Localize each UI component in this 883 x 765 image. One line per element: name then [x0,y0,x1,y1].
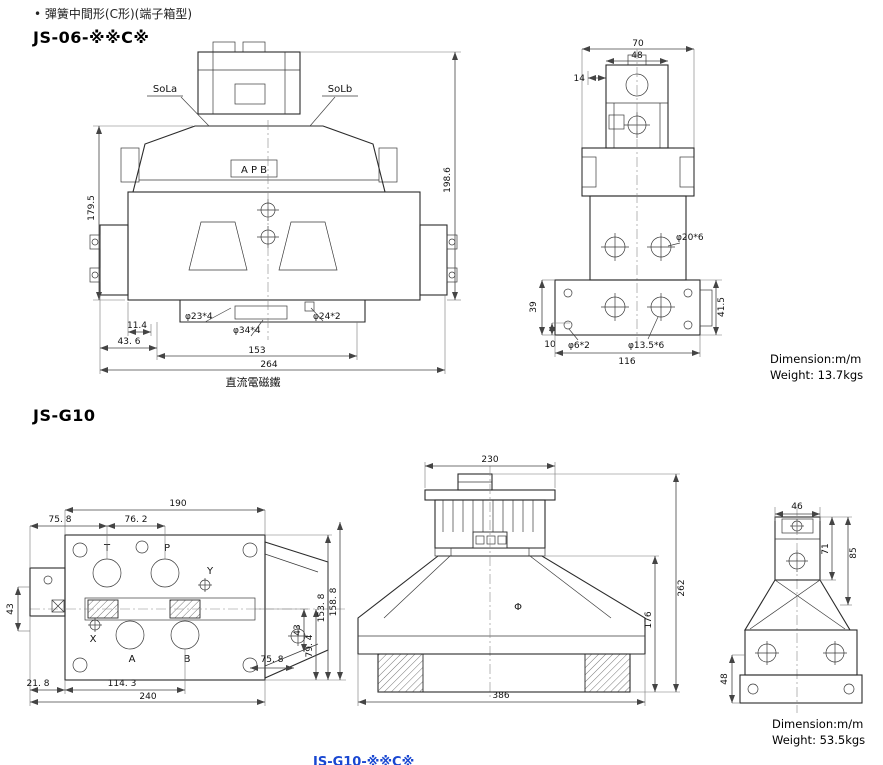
dim-176: 176 [644,611,654,628]
dim-264: 264 [260,360,277,370]
port-marking-apb: A P B [241,165,267,176]
jsg10-base [377,653,631,693]
js06-terminal-box [197,41,301,115]
section-title-js06: JS-06-※※C※ [33,28,150,47]
port-label-p: P [164,543,170,554]
dia-13-5-6: φ13.5*6 [628,341,664,351]
jsg10-note-weight: Weight: 53.5kgs [772,732,866,747]
dim-75-8: 75. 8 [49,515,72,525]
jsg10-front-dimensions: 230 386 176 262 [357,455,687,706]
dim-76-2: 76. 2 [125,515,148,525]
jsg10-side-dimensions: 46 71 85 48 [720,502,859,704]
js06-note: Dimension:m/m Weight: 13.7kgs [770,352,863,383]
dim-179-5: 179.5 [87,195,97,221]
port-label-a: A [129,654,136,665]
dim-79-4: 79. 4 [305,634,315,657]
dim-21-8: 21. 8 [27,679,50,689]
dia-24-2: φ24*2 [313,312,341,322]
dim-153: 153 [248,346,265,356]
jsg10-side-trapezoid [744,579,851,631]
dim-70: 70 [632,39,644,49]
dim-114-3: 114. 3 [108,679,137,689]
dim-198-6: 198.6 [443,167,453,193]
js06-solenoid-cover: A P B [120,125,398,193]
dim-10: 10 [544,340,556,350]
dim-75-8-right: 75. 8 [261,655,284,665]
jsg10-side-body [739,629,863,704]
js06-side-base [554,279,713,336]
dim-43-right: 43 [293,624,303,635]
jsg10-side-tower [774,507,821,713]
dim-43-left: 43 [6,603,16,614]
dim-14: 14 [574,74,586,84]
dim-240: 240 [139,692,156,702]
bullet-glyph: • [34,7,42,21]
js06-note-weight: Weight: 13.7kgs [770,367,864,382]
dim-262: 262 [677,579,687,596]
js06-side-dimensions: φ20*6 39 10 41.5 φ6*2 φ13.5*6 116 [529,233,727,367]
port-label-y: Y [206,566,214,577]
bullet-note-text: 彈簧中間形(C形)(端子箱型) [44,7,193,21]
dim-48-g10: 48 [720,673,730,685]
js06-side-view: 70 48 14 [529,39,727,367]
dia-23-4: φ23*4 [185,312,213,322]
dia-6-2: φ6*2 [568,341,590,351]
js06-side-body [581,49,695,345]
jsg10-note: Dimension:m/m Weight: 53.5kgs [772,717,865,748]
dim-43-6: 43. 6 [118,337,141,347]
jsg10-side-view: 46 71 85 48 [720,502,863,713]
dim-71: 71 [821,543,831,554]
js06-valve-body [89,120,458,340]
jsg10-top-dimensions: 190 75. 8 76. 2 43 21. 8 114. 3 240 [6,499,346,706]
js06-front-view: A P B [87,41,461,389]
dim-190: 190 [169,499,186,509]
dim-116: 116 [618,357,635,367]
js06-note-dimension: Dimension:m/m [770,352,862,366]
dia-20-6: φ20*6 [676,233,704,243]
footer-next-section-partial: JS-G10-※※C※ [313,755,415,765]
label-sol-b: SoLb [328,84,352,95]
jsg10-top-view: T P A B Y X [6,499,346,706]
dim-153-8: 153. 8 [317,593,327,622]
dim-230: 230 [481,455,498,465]
jsg10-note-dimension: Dimension:m/m [772,717,864,731]
dim-41-5: 41.5 [717,297,727,317]
dim-386: 386 [492,691,509,701]
label-sol-a: SoLa [153,84,177,95]
caption-dc-solenoid: 直流電磁鐵 [226,375,281,389]
phi-center-mark: Φ [514,602,522,613]
jsg10-front-view: Φ 230 386 176 262 [357,455,687,706]
port-label-b: B [184,654,191,665]
section-title-jsg10: JS-G10 [33,406,96,425]
dim-39: 39 [529,301,539,313]
bullet-note: • 彈簧中間形(C形)(端子箱型) [34,5,192,22]
dim-46: 46 [791,502,803,512]
jsg10-left-tab [29,567,66,617]
dia-34-4: φ34*4 [233,326,261,336]
js06-front-dimensions: SoLa SoLb 179.5 198.6 11.4 φ23*4 φ34*4 φ… [87,51,461,389]
dim-11-4: 11.4 [127,321,147,331]
dim-85: 85 [849,547,859,558]
jsg10-body-trapezoid: Φ [357,466,646,700]
port-label-x: X [90,634,97,645]
dim-158-8: 158. 8 [329,587,339,616]
